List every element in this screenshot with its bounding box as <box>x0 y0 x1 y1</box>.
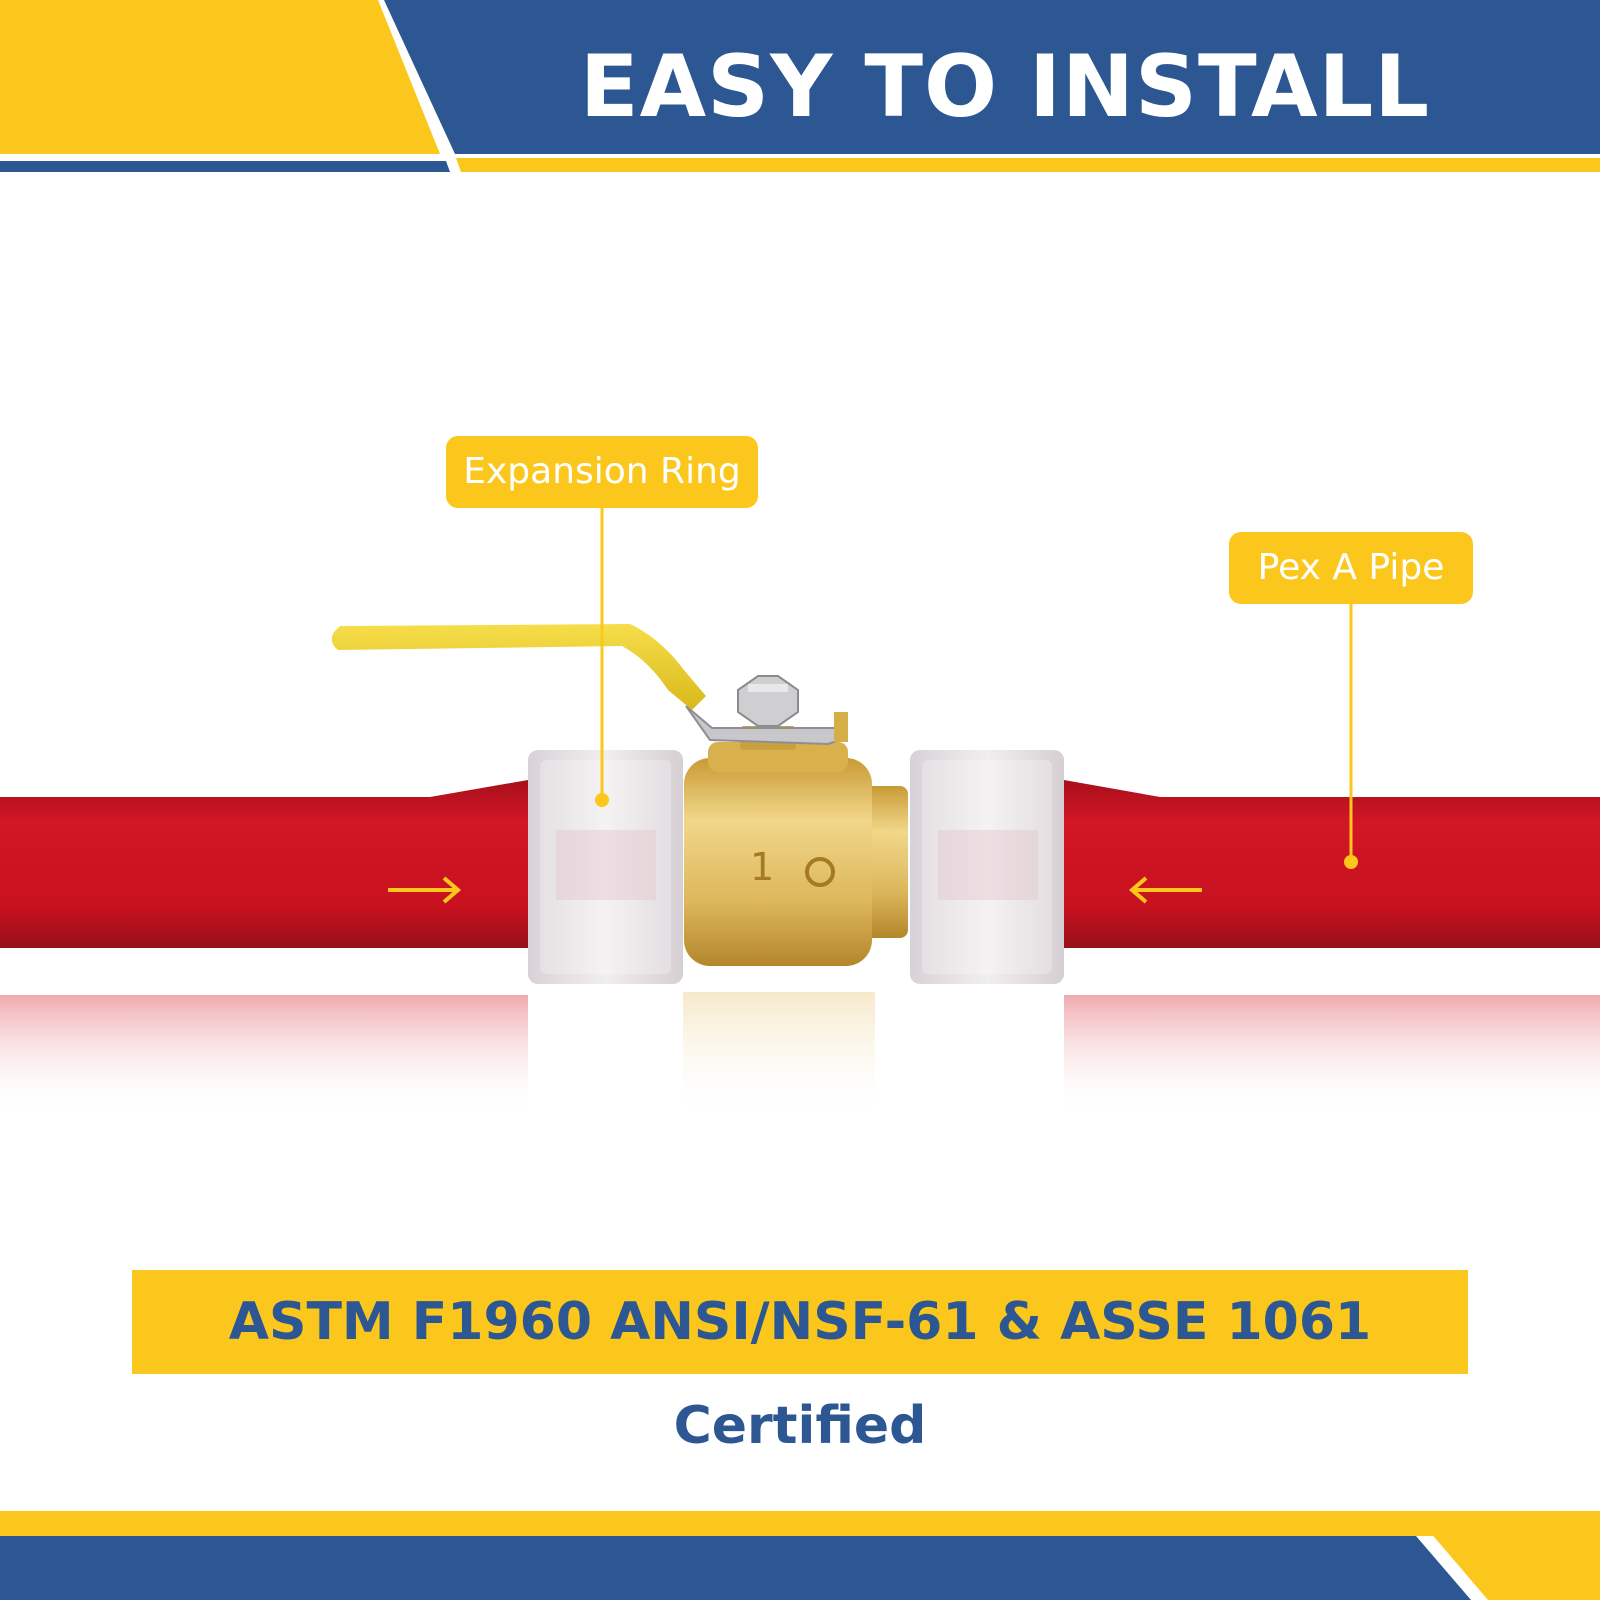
valve-handle <box>331 624 848 746</box>
certification-banner: ASTM F1960 ANSI/NSF-61 & ASSE 1061 Certi… <box>132 1270 1468 1456</box>
reflection <box>0 992 1600 1122</box>
callout-leader-pipe <box>1344 604 1358 869</box>
arrow-left-icon <box>1128 876 1202 904</box>
expansion-ring-label: Expansion Ring <box>446 436 758 508</box>
arrow-right-icon <box>388 876 462 904</box>
valve-nut <box>737 675 799 727</box>
pex-pipe-right <box>1064 780 1600 948</box>
callout-leader-ring <box>595 508 609 807</box>
brass-valve: 1 <box>684 726 908 966</box>
svg-text:1: 1 <box>750 845 774 889</box>
expansion-ring-left <box>528 750 683 984</box>
page-title: EASY TO INSTALL <box>579 37 1431 137</box>
pex-pipe-left <box>0 780 528 948</box>
pex-pipe-label: Pex A Pipe <box>1229 532 1473 604</box>
header-band <box>0 0 1600 172</box>
expansion-ring-right <box>910 750 1064 984</box>
footer-band <box>0 1511 1600 1600</box>
